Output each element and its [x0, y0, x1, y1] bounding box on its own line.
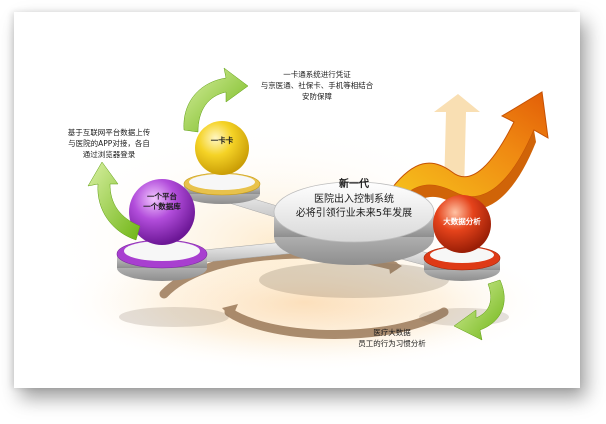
- green-arrow-bottom-right: [453, 279, 505, 341]
- note-top-line-1: 一卡通系统进行凭证: [283, 70, 351, 79]
- green-arrow-top: [183, 67, 249, 133]
- note-top: 一卡通系统进行凭证 与京医通、社保卡、手机等相结合 安防保障: [242, 70, 392, 103]
- note-bottom-line-1: 医疗大数据: [373, 328, 411, 337]
- hub-disc: [273, 181, 435, 265]
- note-top-line-3: 安防保障: [302, 91, 332, 101]
- node-platform-label: 一个平台 一个数据库: [124, 192, 200, 212]
- node-one-card-label: 一卡卡: [210, 136, 234, 145]
- note-left: 基于互联网平台数据上传 与医院的APP对接，各自 通过浏览器登录: [44, 128, 174, 161]
- node-platform-group: [116, 179, 208, 281]
- green-arrow-left: [87, 161, 141, 241]
- node-big-data-group: [423, 195, 501, 281]
- diagram-canvas: [44, 67, 554, 372]
- node-platform-line-2: 一个数据库: [143, 202, 181, 212]
- hub-line-2: 医院出入控制系统: [314, 193, 394, 205]
- node-big-data-label: 大数据分析: [443, 217, 481, 226]
- hub-shadow: [259, 262, 449, 298]
- note-left-line-3: 通过浏览器登录: [82, 149, 136, 159]
- note-top-line-2: 与京医通、社保卡、手机等相结合: [260, 80, 374, 90]
- hub-text: 新一代 医院出入控制系统 必将引领行业未来5年发展: [284, 178, 424, 222]
- note-left-line-1: 基于互联网平台数据上传: [67, 128, 151, 137]
- hub-line-1: 新一代: [339, 179, 369, 190]
- hub-line-3: 必将引领行业未来5年发展: [295, 208, 413, 219]
- growth-arrow: [391, 91, 549, 210]
- node-one-card-group: [183, 121, 261, 204]
- note-bottom: 医疗大数据 员工的行为习惯分析: [332, 328, 452, 350]
- note-bottom-line-2: 员工的行为习惯分析: [358, 338, 426, 348]
- diagram-frame: 新一代 医院出入控制系统 必将引领行业未来5年发展 一卡卡 一个平台 一个数据库…: [14, 12, 580, 388]
- node-big-data-ball: [433, 195, 491, 253]
- node-platform-ball: [129, 179, 195, 245]
- note-left-line-2: 与医院的APP对接，各自: [68, 138, 150, 148]
- node-platform-line-1: 一个平台: [147, 192, 177, 201]
- node-shadow-left: [119, 307, 229, 327]
- node-one-card-ball: [195, 121, 249, 175]
